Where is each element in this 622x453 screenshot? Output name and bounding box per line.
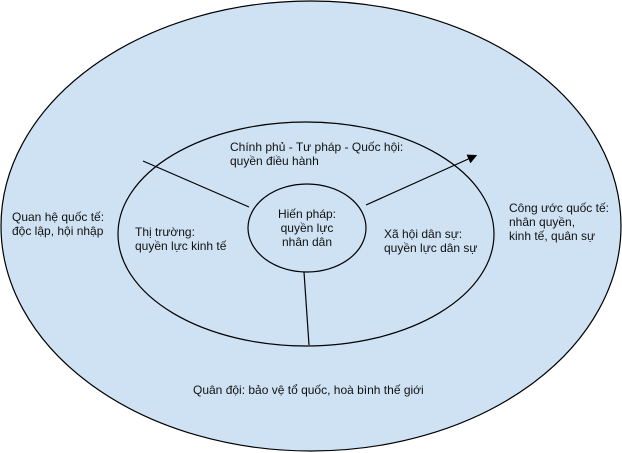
inner-ellipse	[247, 183, 367, 273]
outer-right-line1: Công ước quốc tế:	[509, 201, 609, 215]
outer-right-label: Công ước quốc tế: nhân quyền, kinh tế, q…	[509, 201, 609, 243]
outer-right-line3: kinh tế, quân sự	[509, 229, 596, 243]
outer-bottom-label: Quân đội: bảo vệ tổ quốc, hoà bình thế g…	[193, 383, 424, 397]
outer-left-line2: độc lập, hội nhập	[12, 224, 104, 238]
outer-left-line1: Quan hệ quốc tế:	[12, 210, 105, 224]
divider-right	[365, 154, 478, 206]
center-label: Hiến pháp: quyền lực nhân dân	[262, 207, 352, 249]
left-sector-line2: quyền lực kinh tế	[135, 239, 227, 253]
left-sector-label: Thị trường: quyền lực kinh tế	[135, 225, 226, 253]
divider-bottom	[303, 271, 310, 346]
center-label-line1: Hiến pháp:	[277, 207, 337, 221]
outer-bottom-line1: Quân đội: bảo vệ tổ quốc, hoà bình thế g…	[193, 383, 424, 397]
left-sector-line1: Thị trường:	[135, 225, 195, 239]
outer-left-label: Quan hệ quốc tế: độc lập, hội nhập	[12, 210, 104, 238]
center-label-line3: nhân dân	[281, 235, 333, 249]
right-sector-line1: Xã hội dân sự:	[384, 227, 463, 241]
outer-right-line2: nhân quyền,	[509, 215, 576, 229]
right-sector-label: Xã hội dân sự: quyền lực dân sự	[384, 227, 477, 255]
top-sector-line1: Chính phủ - Tư pháp - Quốc hội:	[230, 140, 404, 154]
divider-left	[142, 160, 250, 208]
right-sector-line2: quyền lực dân sự	[384, 241, 478, 255]
top-sector-line2: quyền điều hành	[230, 154, 319, 168]
top-sector-label: Chính phủ - Tư pháp - Quốc hội: quyền đi…	[230, 140, 403, 168]
center-label-line2: quyền lực	[280, 221, 334, 235]
